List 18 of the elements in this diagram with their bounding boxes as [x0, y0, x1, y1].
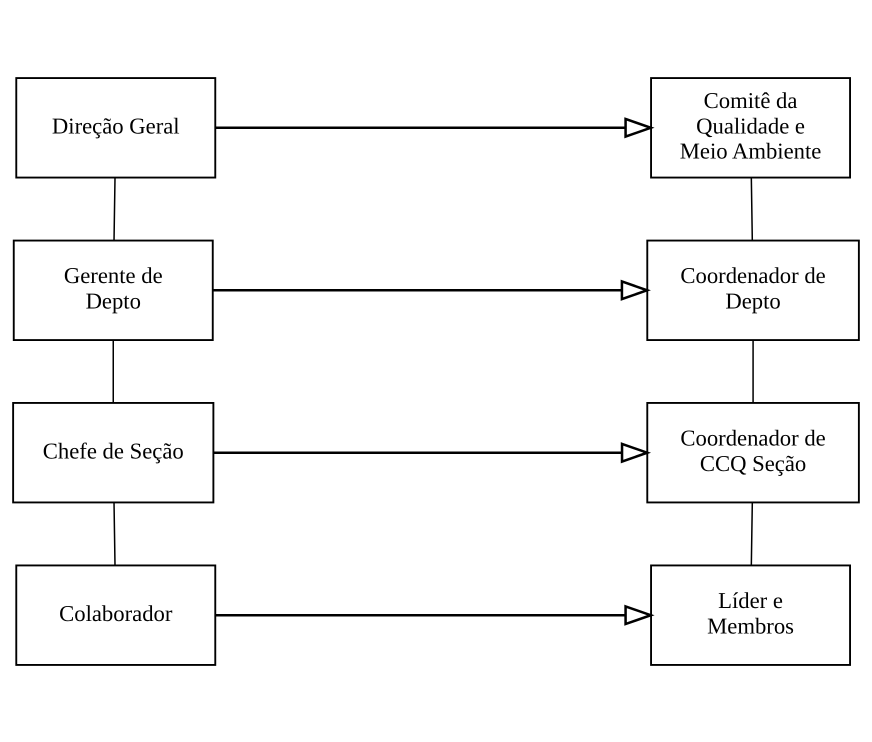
connector — [752, 340, 754, 402]
connector — [750, 177, 754, 240]
connector — [750, 502, 754, 565]
arrow — [216, 604, 655, 626]
node-box: Direção Geral — [15, 76, 216, 178]
node-box: Coordenador de CCQ Seção — [646, 402, 860, 503]
connector — [113, 502, 116, 565]
node-box: Líder e Membros — [650, 564, 851, 666]
node-box: Chefe de Seção — [12, 402, 214, 503]
arrow — [216, 116, 655, 138]
node-box: Coordenador de Depto — [646, 239, 860, 340]
connector — [112, 340, 114, 402]
connector — [113, 177, 116, 240]
arrow — [214, 442, 652, 463]
node-box: Gerente de Depto — [12, 239, 214, 340]
node-box: Comitê da Qualidade e Meio Ambiente — [650, 76, 851, 178]
node-box: Colaborador — [15, 564, 216, 666]
arrow — [213, 279, 651, 300]
